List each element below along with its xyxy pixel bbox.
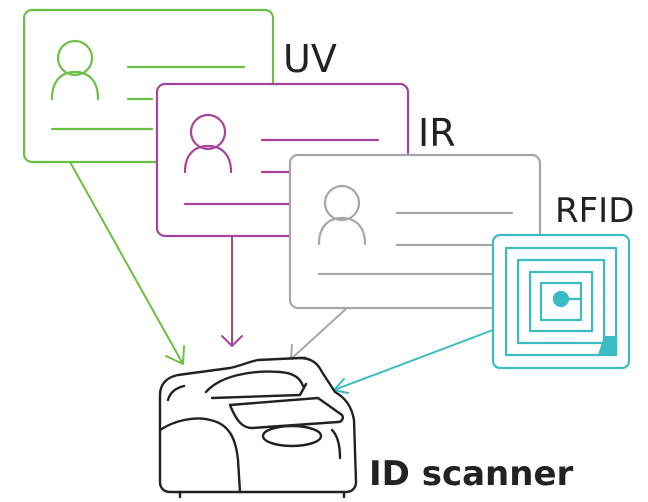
rfid-label: RFID bbox=[555, 191, 634, 231]
scanner-label: ID scanner bbox=[369, 454, 574, 494]
person-icon bbox=[317, 184, 367, 246]
person-icon bbox=[50, 39, 100, 101]
uv-label: UV bbox=[283, 37, 337, 81]
rfid-tag-icon bbox=[491, 233, 631, 370]
arrow-ir bbox=[221, 235, 243, 347]
id-scanner-icon bbox=[158, 356, 358, 499]
person-icon bbox=[183, 113, 233, 174]
plain-card bbox=[288, 153, 542, 310]
arrow-gray bbox=[290, 307, 348, 360]
ir-label: IR bbox=[418, 111, 456, 155]
arrow-uv bbox=[69, 161, 185, 365]
arrow-rfid bbox=[333, 329, 494, 394]
